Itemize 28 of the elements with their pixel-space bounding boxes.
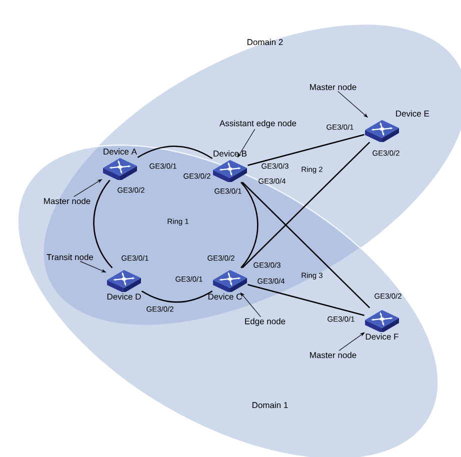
link-line xyxy=(242,142,370,268)
link-line xyxy=(242,182,370,308)
node-label: Device D xyxy=(107,293,141,300)
node-label: Device A xyxy=(104,148,137,155)
switch-node: Device A xyxy=(103,148,137,180)
link-line xyxy=(248,284,364,316)
link-line xyxy=(93,180,113,268)
switch-node: Device C xyxy=(208,270,247,300)
role-label: Master node xyxy=(44,198,90,204)
switch-node: Device E xyxy=(365,110,430,142)
role-label: Transit node xyxy=(46,254,94,260)
role-label: Assistant edge node xyxy=(220,120,296,128)
role-label: Edge node xyxy=(245,318,286,326)
role-label: Master node xyxy=(310,84,356,90)
node-label: Device B xyxy=(214,150,247,157)
role-label: Master node xyxy=(310,352,356,358)
domain-label: Domain 2 xyxy=(248,38,283,46)
switch-node: Device B xyxy=(213,150,247,182)
link-line xyxy=(240,182,258,268)
node-label: Device E xyxy=(396,110,430,117)
domain-label: Domain 1 xyxy=(252,402,288,408)
node-label: Device C xyxy=(208,293,242,300)
link-line xyxy=(248,134,364,166)
switch-node: Device F xyxy=(365,310,399,340)
switch-node: Device D xyxy=(107,270,141,300)
link-line xyxy=(137,146,213,160)
link-line xyxy=(141,290,213,303)
node-label: Device F xyxy=(366,333,398,340)
